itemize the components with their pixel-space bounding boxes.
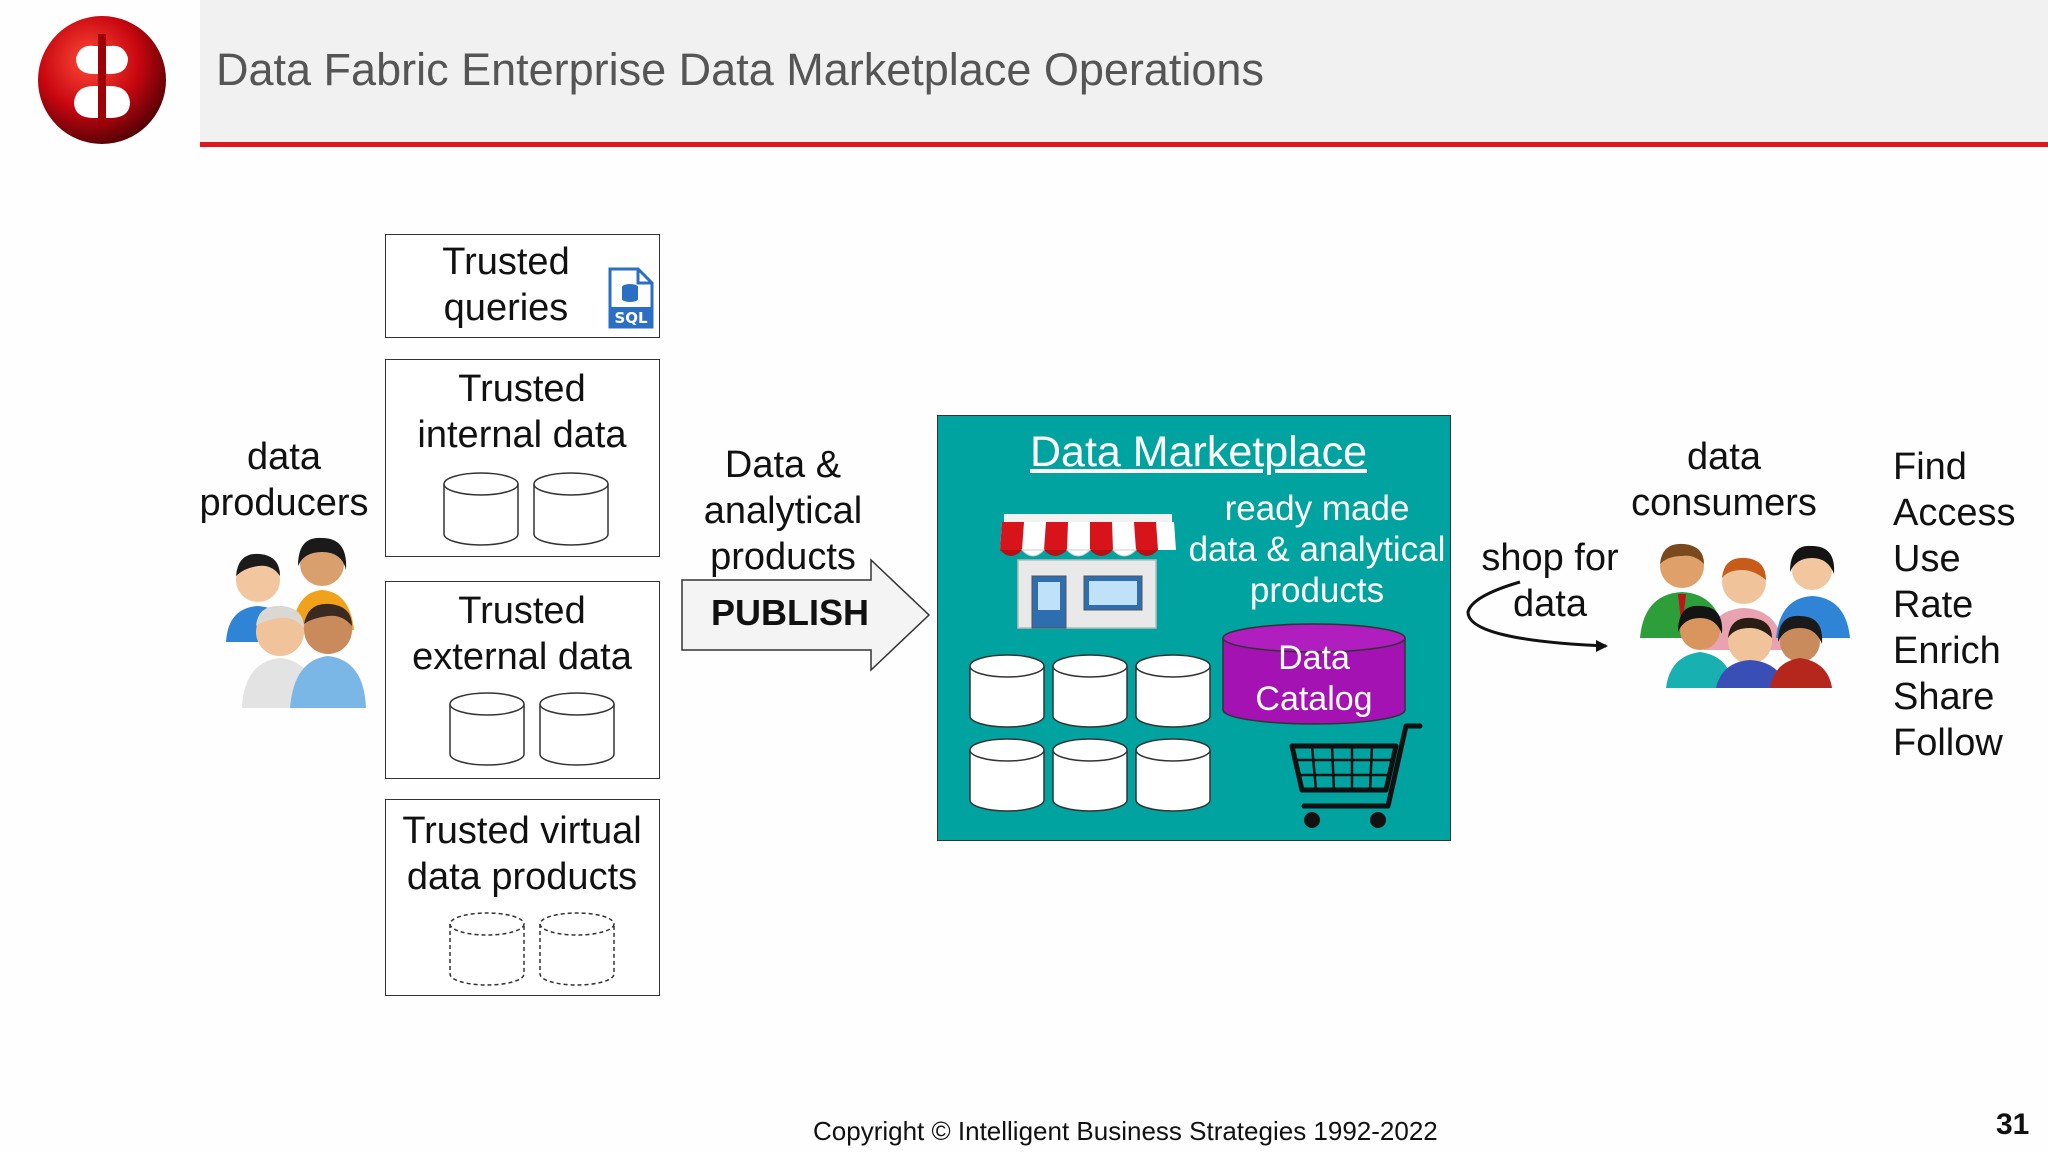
marketplace-title[interactable]: Data Marketplace [1030,428,1367,476]
sql-file-icon: SQL [606,267,654,334]
consumer-actions-list: Find Access Use Rate Enrich Share Follow [1893,444,2015,766]
publish-arrow-label: PUBLISH [710,592,869,633]
action-rate: Rate [1893,584,1974,626]
data-marketplace-panel: Data Marketplace [937,415,1451,841]
source-box-trusted-internal-data: Trusted internal data [385,359,660,557]
publish-label-line2: analytical [703,490,863,532]
source-box-trusted-queries: Trusted queries SQL [385,234,660,338]
catalog-label-line2: Catalog [1255,680,1373,718]
source-box-trusted-virtual-data-products: Trusted virtual data products [385,799,660,996]
marketplace-subtitle-line1: ready made [1224,489,1410,528]
marketplace-subtitle: ready made data & analytical products [1188,488,1446,611]
marketplace-subtitle-line2: data & analytical [1188,530,1446,569]
action-access: Access [1893,492,2016,534]
producers-label-line2: producers [199,482,369,524]
company-logo-icon [36,14,168,146]
catalog-label-line1: Data [1278,639,1350,677]
svg-text:SQL: SQL [614,309,648,327]
data-catalog-cylinder [1221,622,1407,735]
marketplace-products-icon [968,654,1218,829]
consumers-label: data consumers [1624,434,1824,526]
source-line2: data products [406,856,638,898]
consumers-label-line2: consumers [1631,482,1817,524]
header-divider [200,142,2048,147]
shop-arrow [1462,578,1612,657]
source-line2: external data [412,636,632,678]
database-cylinder-icon [448,692,618,773]
publish-label: Data & analytical products [688,442,878,580]
virtual-database-icon [448,912,618,993]
header-band [200,0,2048,142]
page-title: Data Fabric Enterprise Data Marketplace … [216,44,1264,95]
source-line1: Trusted [442,241,570,283]
source-line1: Trusted [458,590,586,632]
consumers-people-icon [1630,538,1860,688]
shop-label-line2: data [1513,583,1587,625]
action-enrich: Enrich [1893,630,2001,672]
data-catalog-label: Data Catalog [1221,638,1407,720]
consumers-label-line1: data [1687,436,1761,478]
producers-label: data producers [196,434,372,526]
page-number: 31 [1996,1108,2030,1141]
action-use: Use [1893,538,1961,580]
shop-label: shop for data [1472,535,1628,627]
publish-arrow [681,558,931,677]
publish-label-line1: Data & [724,444,842,486]
storefront-icon [996,510,1180,635]
marketplace-subtitle-line3: products [1249,571,1385,610]
producers-label-line1: data [247,436,321,478]
action-share: Share [1893,676,1995,718]
source-line2: queries [443,287,569,329]
source-line1: Trusted [458,368,586,410]
source-line2: internal data [417,414,627,456]
shop-label-line1: shop for [1481,537,1619,579]
source-box-trusted-external-data: Trusted external data [385,581,660,779]
publish-label-line3: products [710,536,856,578]
source-line1: Trusted virtual [402,810,642,852]
shopping-cart-icon [1288,720,1428,841]
action-find: Find [1893,446,1967,488]
copyright-text: Copyright © Intelligent Business Strateg… [813,1116,1438,1146]
action-follow: Follow [1893,722,2003,764]
producers-people-icon [212,530,368,710]
database-cylinder-icon [442,472,612,553]
